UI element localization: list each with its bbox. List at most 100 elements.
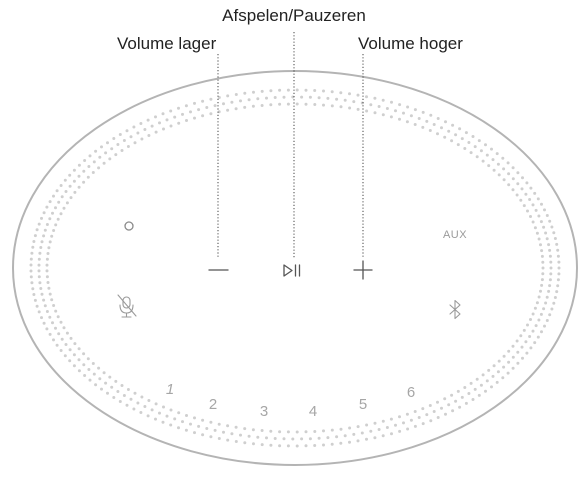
- grille-dot: [126, 388, 130, 391]
- grille-dot: [177, 121, 181, 125]
- grille-dot: [209, 112, 213, 116]
- grille-dot: [447, 403, 451, 407]
- grille-dot: [278, 88, 282, 92]
- action-circle-icon[interactable]: [124, 221, 134, 231]
- grille-dot: [201, 114, 205, 118]
- grille-dot: [528, 335, 532, 338]
- grille-dot: [454, 133, 458, 137]
- grille-dot: [77, 185, 81, 189]
- preset-3-button[interactable]: 3: [260, 403, 268, 420]
- grille-dot: [140, 395, 144, 399]
- grille-dot: [52, 194, 55, 198]
- grille-dot: [450, 393, 454, 397]
- grille-dot: [460, 137, 464, 141]
- grille-dot: [169, 423, 173, 427]
- grille-dot: [555, 242, 559, 246]
- grille-dot: [100, 145, 103, 149]
- grille-dot: [550, 225, 554, 229]
- grille-dot: [133, 391, 137, 395]
- grille-dot: [35, 304, 39, 308]
- aux-button[interactable]: AUX: [443, 229, 467, 241]
- grille-dot: [552, 231, 556, 235]
- bluetooth-icon[interactable]: [449, 299, 461, 320]
- grille-dot: [326, 436, 330, 440]
- grille-dot: [77, 174, 81, 178]
- grille-dot: [421, 125, 425, 129]
- grille-dot: [450, 139, 454, 143]
- grille-dot: [369, 103, 373, 107]
- grille-dot: [143, 405, 147, 408]
- grille-dot: [313, 89, 317, 92]
- play-pause-icon[interactable]: [283, 264, 301, 277]
- grille-dot: [381, 113, 385, 117]
- grille-dot: [553, 237, 557, 240]
- grille-dot: [511, 188, 515, 192]
- grille-dot: [540, 202, 543, 206]
- grille-dot: [193, 416, 196, 420]
- grille-dot: [106, 391, 109, 395]
- grille-dot: [313, 103, 317, 106]
- volume-plus-icon[interactable]: [353, 260, 373, 280]
- grille-dot: [39, 246, 43, 249]
- grille-dot: [118, 400, 122, 403]
- grille-dot: [507, 183, 511, 187]
- grille-dot: [550, 307, 554, 311]
- grille-dot: [47, 246, 51, 250]
- grille-dot: [132, 407, 136, 411]
- grille-dot: [556, 278, 560, 282]
- grille-dot: [543, 324, 546, 328]
- grille-dot: [32, 293, 36, 296]
- grille-dot: [464, 131, 468, 135]
- preset-6-button[interactable]: 6: [407, 384, 415, 401]
- grille-dot: [533, 226, 537, 230]
- grille-dot: [389, 417, 393, 421]
- grille-dot: [552, 301, 556, 305]
- grille-dot: [65, 331, 69, 335]
- grille-dot: [535, 231, 539, 235]
- grille-dot: [260, 429, 264, 432]
- grille-dot: [52, 229, 56, 232]
- grille-dot: [133, 141, 137, 145]
- grille-dot: [43, 304, 47, 308]
- grille-dot: [390, 100, 393, 104]
- grille-dot: [491, 374, 495, 378]
- grille-dot: [440, 126, 443, 130]
- grille-dot: [226, 108, 230, 112]
- grille-dot: [226, 94, 230, 98]
- grille-dot: [549, 266, 553, 270]
- grille-dot: [497, 173, 501, 177]
- preset-4-button[interactable]: 4: [309, 403, 317, 420]
- preset-5-button[interactable]: 5: [359, 396, 367, 413]
- grille-dot: [444, 120, 447, 124]
- grille-dot: [40, 240, 44, 244]
- preset-2-button[interactable]: 2: [209, 396, 217, 413]
- grille-dot: [59, 184, 63, 187]
- grille-dot: [86, 357, 90, 361]
- grille-dot: [243, 441, 247, 445]
- grille-dot: [184, 104, 188, 108]
- grille-dot: [541, 272, 545, 276]
- grille-dot: [197, 424, 201, 428]
- grille-dot: [540, 330, 543, 334]
- grille-dot: [339, 91, 343, 95]
- grille-dot: [456, 143, 460, 147]
- grille-dot: [300, 95, 304, 99]
- grille-dot: [42, 234, 46, 238]
- grille-dot: [37, 263, 41, 267]
- grille-dot: [48, 200, 52, 204]
- microphone-off-icon[interactable]: [117, 294, 137, 318]
- grille-dot: [106, 141, 109, 145]
- grille-dot: [50, 298, 54, 302]
- grille-dot: [48, 292, 52, 296]
- grille-dot: [540, 249, 544, 253]
- grille-dot: [162, 405, 165, 409]
- grille-dot: [531, 203, 535, 207]
- grille-dot: [381, 419, 385, 423]
- grille-dot: [447, 129, 451, 133]
- grille-dot: [62, 206, 66, 210]
- preset-1-button[interactable]: 1: [166, 381, 174, 398]
- grille-dot: [243, 427, 247, 431]
- grille-dot: [98, 155, 102, 159]
- grille-dot: [68, 173, 72, 177]
- grille-dot: [385, 107, 389, 110]
